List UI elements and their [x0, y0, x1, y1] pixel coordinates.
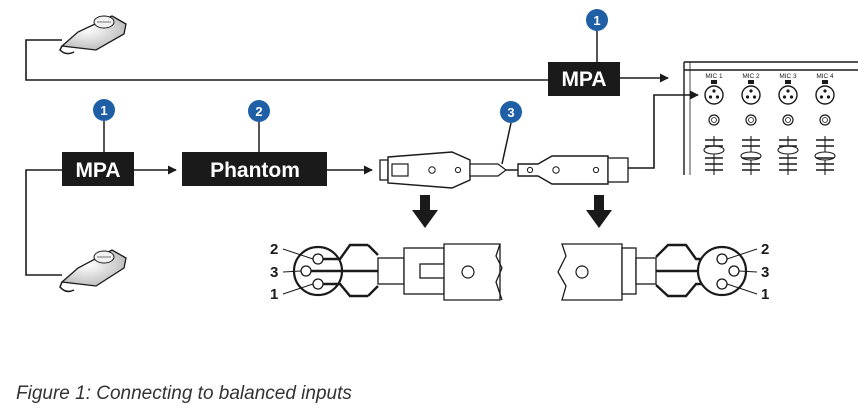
cable-top-mic [25, 39, 548, 81]
jack-pin [715, 95, 720, 99]
female-pin-label-1: 1 [270, 286, 278, 303]
jack-pin [752, 95, 757, 99]
channel-tab [711, 80, 717, 84]
trim-knob-cap [748, 117, 754, 123]
trim-knob-cap [711, 117, 717, 123]
svg-text:2: 2 [255, 104, 262, 119]
jack-pin [823, 89, 827, 93]
badge-cable: 3 [500, 101, 522, 165]
xlr-input-jack[interactable] [741, 85, 761, 105]
mixer-channel-4: MIC 4 [814, 73, 836, 175]
jack-pin [782, 95, 787, 99]
jack-pin [712, 89, 716, 93]
fader-cap[interactable] [814, 151, 836, 161]
jack-pin [826, 95, 831, 99]
phantom-label: Phantom [210, 159, 300, 182]
badge-phantom: 2 [248, 100, 270, 152]
fader-cap[interactable] [777, 145, 799, 155]
male-pin-label-1: 1 [761, 286, 769, 303]
badge-mpa-left: 1 [93, 99, 115, 152]
down-arrow-male [586, 195, 612, 228]
trim-knob-cap [785, 117, 791, 123]
mixer-channel-label: MIC 1 [705, 73, 723, 80]
xlr-input-jack[interactable] [815, 85, 835, 105]
svg-text:1: 1 [593, 13, 600, 28]
female-pin-label-2: 2 [270, 241, 278, 258]
male-pin-label-3: 3 [761, 264, 769, 281]
xlr-input-jack[interactable] [704, 85, 724, 105]
boundary-mic-left [59, 249, 127, 293]
mixer-channel-1: MIC 1 [703, 73, 725, 175]
jack-pin [745, 95, 750, 99]
mixer-channel-label: MIC 4 [816, 73, 834, 80]
mpa-left-box: MPA [62, 152, 134, 186]
channel-tab [748, 80, 754, 84]
jack-pin [789, 95, 794, 99]
cable-to-mic1 [628, 90, 699, 169]
mpa-top-label: MPA [561, 68, 606, 91]
boundary-mic-top [59, 15, 127, 55]
cable-left-mic [25, 169, 62, 276]
jack-pin [749, 89, 753, 93]
female-pinout: 2 3 1 [270, 241, 503, 303]
down-arrow-female [412, 195, 438, 228]
mpa-left-label: MPA [75, 159, 120, 182]
trim-knob-cap [822, 117, 828, 123]
jack-pin [708, 95, 713, 99]
mixer-panel: MIC 1 MIC 2 MIC 3 MIC 4 [683, 61, 858, 175]
svg-text:3: 3 [507, 105, 514, 120]
jack-pin [786, 89, 790, 93]
male-pin-label-2: 2 [761, 241, 769, 258]
svg-text:1: 1 [100, 103, 107, 118]
badge-mpa-top: 1 [586, 9, 608, 62]
channel-tab [785, 80, 791, 84]
xlr-cable [379, 151, 629, 189]
fader-cap[interactable] [703, 145, 725, 155]
phantom-box: Phantom [182, 152, 327, 186]
mixer-channel-3: MIC 3 [777, 73, 799, 175]
male-pinout: 2 3 1 [557, 241, 769, 303]
female-pin-label-3: 3 [270, 264, 278, 281]
jack-pin [819, 95, 824, 99]
mixer-channel-label: MIC 2 [742, 73, 760, 80]
mpa-top-box: MPA [548, 62, 620, 96]
mixer-channel-2: MIC 2 [740, 73, 762, 175]
figure-caption: Figure 1: Connecting to balanced inputs [16, 383, 352, 404]
fader-cap[interactable] [740, 151, 762, 161]
xlr-input-jack[interactable] [778, 85, 798, 105]
channel-tab [822, 80, 828, 84]
mixer-channel-label: MIC 3 [779, 73, 797, 80]
